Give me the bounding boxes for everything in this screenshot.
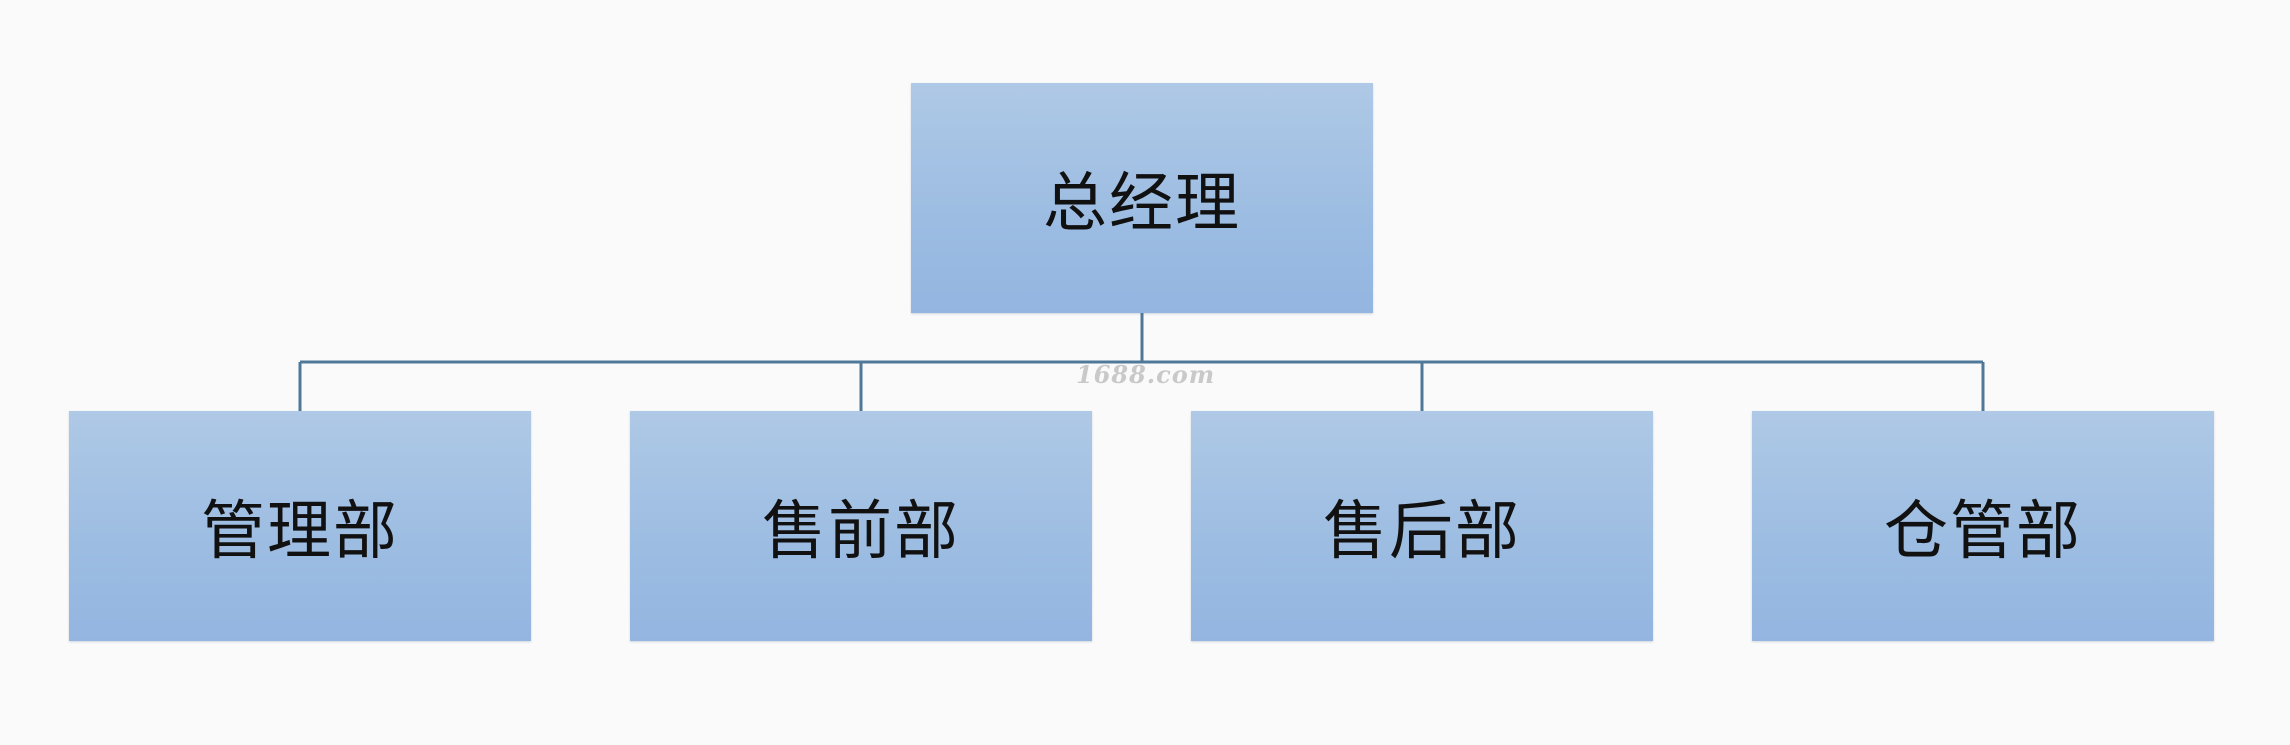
node-presales-dept: 售前部 bbox=[630, 411, 1092, 641]
node-label: 管理部 bbox=[201, 495, 399, 569]
node-label: 仓管部 bbox=[1884, 495, 2082, 569]
node-label: 总经理 bbox=[1043, 167, 1241, 241]
node-aftersales-dept: 售后部 bbox=[1191, 411, 1653, 641]
node-warehouse-dept: 仓管部 bbox=[1752, 411, 2214, 641]
node-general-manager: 总经理 bbox=[911, 83, 1373, 313]
watermark-text: 1688.com bbox=[1076, 360, 1216, 389]
node-label: 售前部 bbox=[762, 495, 960, 569]
node-management-dept: 管理部 bbox=[69, 411, 531, 641]
node-label: 售后部 bbox=[1323, 495, 1521, 569]
